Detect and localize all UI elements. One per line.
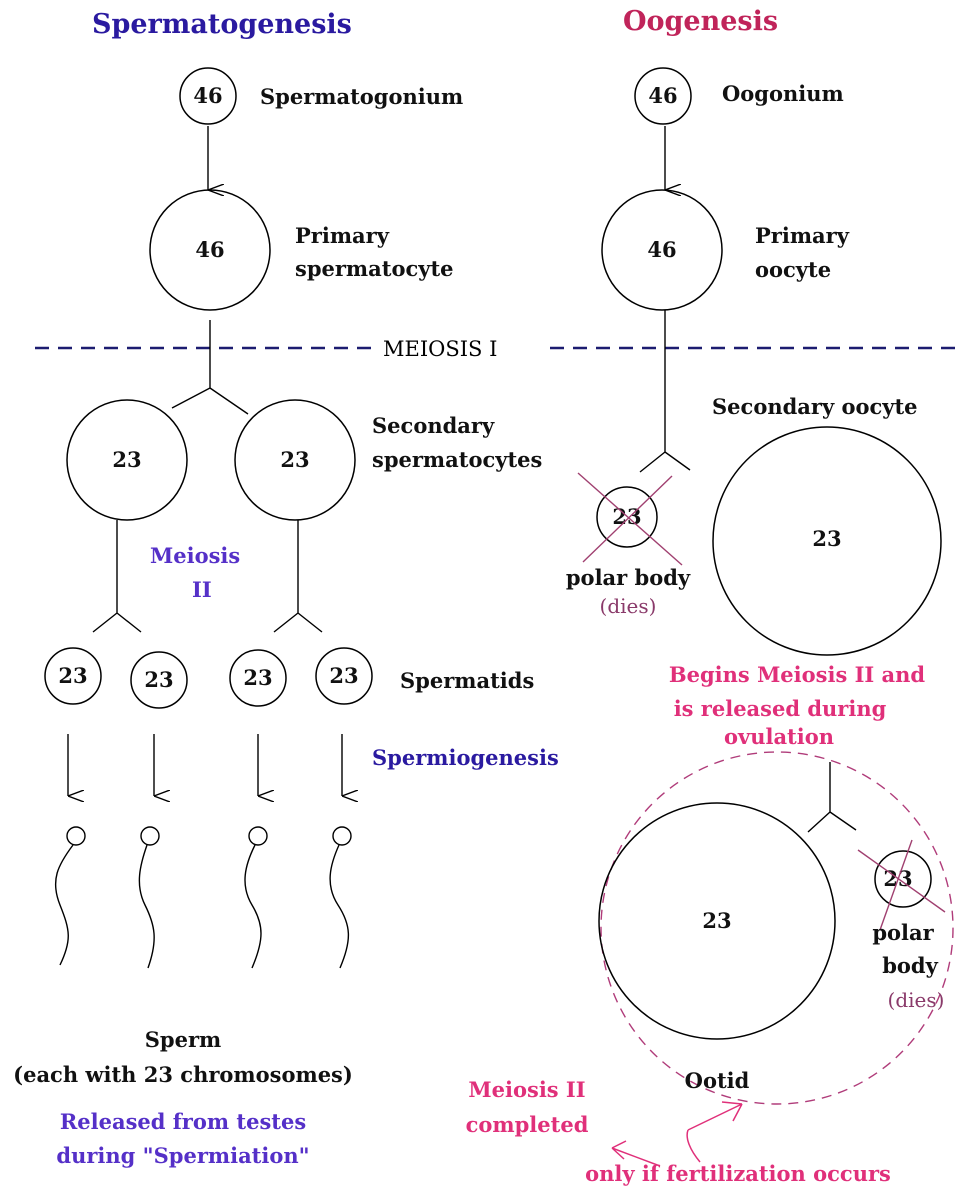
secondary-oocyte-label: Secondary oocyte — [712, 394, 918, 419]
secondary-spermatocyte-a: 23 — [66, 399, 188, 521]
spermatogonium-cell — [179, 67, 237, 125]
branch-ootid — [807, 762, 857, 833]
secondary-spermatocyte-a-count: 23 — [112, 447, 141, 472]
meiosis-ii-completed-2: completed — [466, 1112, 589, 1137]
spermatogonium-count: 46 — [193, 83, 222, 108]
sperm-4-tail — [329, 844, 350, 969]
spermatid-2: 23 — [130, 651, 188, 709]
branch-spermatids-a — [92, 520, 142, 633]
spermatid-4-count: 23 — [329, 663, 358, 688]
polar-body-1-label: polar body — [566, 565, 691, 590]
meiosis-ii-completed-1: Meiosis II — [468, 1077, 585, 1102]
sperm-label: Sperm — [145, 1027, 222, 1052]
branch-secondary-spermatocytes — [171, 320, 249, 415]
spermatid-3-cell — [229, 649, 287, 707]
polar-body-2-cross-a — [857, 849, 946, 913]
ootid-label: Ootid — [685, 1068, 750, 1093]
primary-oocyte: 46 — [601, 189, 723, 311]
begins-meiosis-label-1: Begins Meiosis II and — [669, 662, 926, 687]
secondary-spermatocytes-label-2: spermatocytes — [372, 447, 542, 472]
polar-body-1-cross-a — [577, 472, 683, 566]
secondary-oocyte-cell — [712, 426, 942, 656]
ootid-cell — [598, 802, 836, 1040]
primary-spermatocyte-label-1: Primary — [295, 223, 390, 248]
primary-oocyte-cell — [601, 189, 723, 311]
branch-spermatids-b — [273, 520, 323, 633]
begins-meiosis-label-3: ovulation — [724, 724, 834, 749]
spermatid-1: 23 — [44, 647, 102, 705]
oocyte-dashed-membrane — [600, 751, 954, 1105]
meiosis-ii-label-2: II — [192, 577, 212, 602]
primary-spermatocyte: 46 — [149, 189, 271, 311]
secondary-spermatocyte-b-cell — [234, 399, 356, 521]
fertilization-arrowhead-right — [687, 1101, 743, 1131]
fertilization-note: only if fertilization occurs — [585, 1161, 891, 1186]
sperm-4-head — [332, 826, 352, 846]
secondary-oocyte-count: 23 — [812, 526, 841, 551]
secondary-spermatocyte-a-cell — [66, 399, 188, 521]
spermatid-4: 23 — [315, 647, 373, 705]
primary-oocyte-label-2: oocyte — [755, 257, 831, 282]
spermatids-label: Spermatids — [400, 668, 534, 693]
primary-spermatocyte-count: 46 — [195, 237, 224, 262]
sperm-1-head — [66, 826, 86, 846]
fertilization-arrow-left — [611, 1140, 661, 1167]
spermatid-3-count: 23 — [243, 665, 272, 690]
oogonium-cell — [634, 67, 692, 125]
primary-oocyte-label-1: Primary — [755, 223, 850, 248]
ootid: 23 — [598, 802, 836, 1040]
spermatogonium-label: Spermatogonium — [260, 84, 463, 109]
secondary-spermatocyte-b: 23 — [234, 399, 356, 521]
sperm-1 — [54, 826, 86, 966]
fertilization-arrow-right — [686, 1129, 701, 1163]
polar-body-2-label-2: body — [882, 953, 938, 978]
secondary-spermatocyte-b-count: 23 — [280, 447, 309, 472]
polar-body-1-dies: (dies) — [600, 594, 657, 618]
spermatid-4-cell — [315, 647, 373, 705]
spermatogenesis-title: Spermatogenesis — [92, 9, 352, 40]
released-label-2: during "Spermiation" — [56, 1143, 309, 1168]
spermatid-1-cell — [44, 647, 102, 705]
spermatogonium: 46 — [179, 67, 237, 125]
sperm-4 — [329, 826, 352, 969]
polar-body-2-label-1: polar — [872, 920, 934, 945]
spermatid-2-count: 23 — [144, 667, 173, 692]
released-label-1: Released from testes — [60, 1109, 306, 1134]
oogonium-label: Oogonium — [722, 81, 844, 106]
polar-body-1: 23 — [577, 472, 683, 566]
sperm-note: (each with 23 chromosomes) — [13, 1062, 353, 1087]
sperm-2 — [138, 826, 160, 969]
spermatid-2-cell — [130, 651, 188, 709]
sperm-2-tail — [138, 844, 155, 969]
primary-spermatocyte-cell — [149, 189, 271, 311]
ootid-count: 23 — [702, 908, 731, 933]
secondary-oocyte: 23 — [712, 426, 942, 656]
sperm-3-tail — [244, 844, 262, 969]
sperm-1-tail — [54, 844, 74, 966]
polar-body-2-cell — [874, 850, 932, 908]
primary-spermatocyte-label-2: spermatocyte — [295, 256, 454, 281]
spermiogenesis-label: Spermiogenesis — [372, 745, 559, 770]
spermatid-1-count: 23 — [58, 663, 87, 688]
polar-body-2-dies: (dies) — [888, 988, 945, 1012]
branch-secondary-oocyte — [639, 310, 691, 473]
meiosis-i-label: MEIOSIS I — [383, 337, 497, 361]
sperm-3 — [244, 826, 268, 969]
oogonium: 46 — [634, 67, 692, 125]
polar-body-1-cross-b — [582, 475, 673, 563]
secondary-spermatocytes-label-1: Secondary — [372, 413, 495, 438]
polar-body-2: 23 — [857, 839, 946, 931]
spermatid-3: 23 — [229, 649, 287, 707]
polar-body-1-cell — [596, 486, 658, 548]
oogonium-count: 46 — [648, 83, 677, 108]
primary-oocyte-count: 46 — [647, 237, 676, 262]
begins-meiosis-label-2: is released during — [674, 696, 887, 721]
oogenesis-title: Oogenesis — [623, 6, 778, 37]
sperm-2-head — [140, 826, 160, 846]
meiosis-ii-label-1: Meiosis — [150, 543, 240, 568]
polar-body-2-cross-b — [879, 839, 913, 931]
sperm-3-head — [248, 826, 268, 846]
